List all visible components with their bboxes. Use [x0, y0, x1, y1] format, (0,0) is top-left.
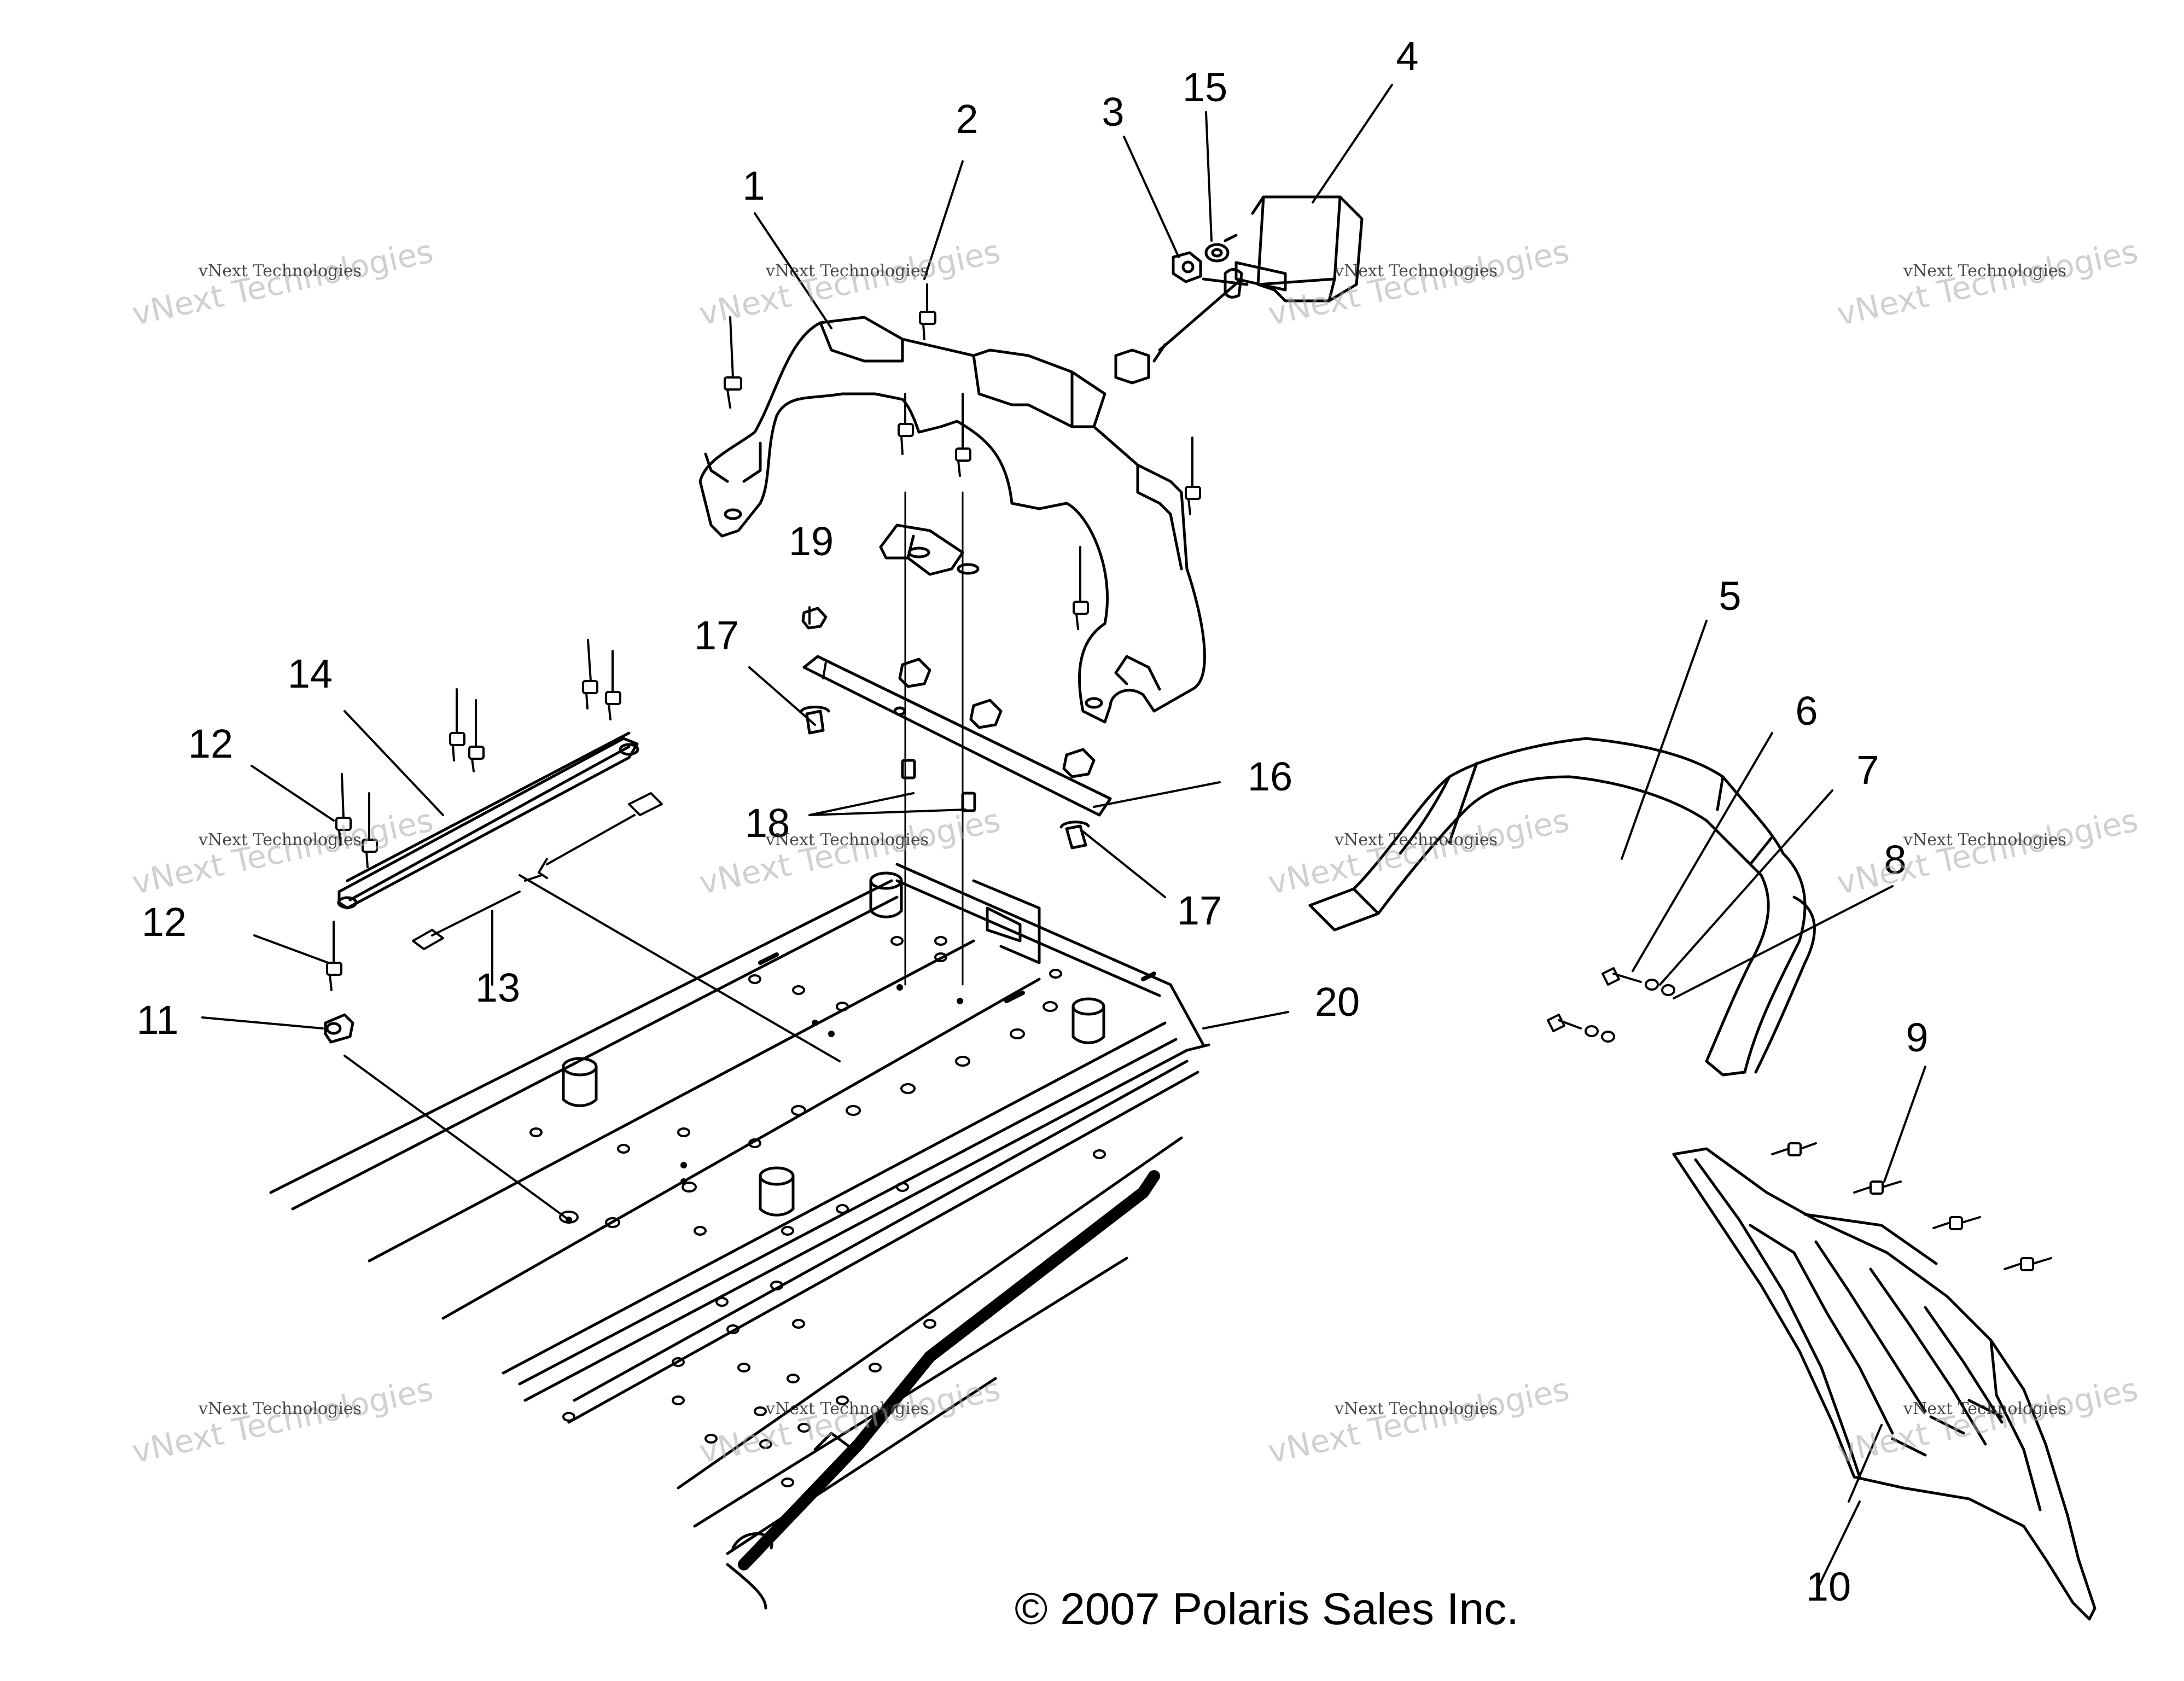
callout-14: 14 — [287, 651, 333, 696]
callout-4: 4 — [1396, 33, 1419, 79]
callout-12a: 12 — [141, 899, 187, 945]
callout-15: 15 — [1182, 65, 1228, 110]
callout-11: 11 — [136, 997, 179, 1043]
harness-connector — [412, 792, 663, 950]
snow-flap — [1672, 1147, 2096, 1621]
rear-seat-cover — [698, 316, 1206, 724]
callout-17b: 17 — [1177, 888, 1222, 933]
trim-strip — [337, 731, 639, 910]
callout-7: 7 — [1856, 747, 1879, 793]
rivets — [1771, 1142, 2052, 1271]
callout-3: 3 — [1102, 89, 1125, 135]
leader-lines — [201, 84, 1926, 1587]
callout-1: 1 — [742, 163, 765, 208]
callout-9: 9 — [1906, 1015, 1929, 1060]
mounting-bracket — [800, 607, 1112, 850]
copyright-notice: © 2007 Polaris Sales Inc. — [1015, 1584, 1519, 1634]
tunnel-chassis — [269, 863, 1210, 1610]
callout-16: 16 — [1247, 754, 1293, 799]
fasteners-12 — [326, 639, 621, 991]
rear-bumper — [1308, 737, 1816, 1077]
callout-5: 5 — [1719, 573, 1742, 619]
callout-20: 20 — [1314, 979, 1360, 1025]
callout-8: 8 — [1884, 837, 1907, 882]
callout-13: 13 — [475, 965, 521, 1010]
callout-19: 19 — [788, 519, 834, 564]
bumper-bolts — [1547, 967, 1675, 1043]
callout-6: 6 — [1795, 688, 1818, 734]
grommet — [324, 1013, 354, 1044]
nut-and-washer — [1172, 234, 1238, 283]
callout-17a: 17 — [694, 613, 739, 658]
callout-10: 10 — [1806, 1564, 1851, 1609]
callout-18: 18 — [744, 800, 790, 846]
push-pin-fasteners — [724, 283, 1201, 630]
tail-light — [1114, 195, 1364, 385]
callout-2: 2 — [956, 96, 979, 142]
callout-12b: 12 — [188, 721, 234, 766]
